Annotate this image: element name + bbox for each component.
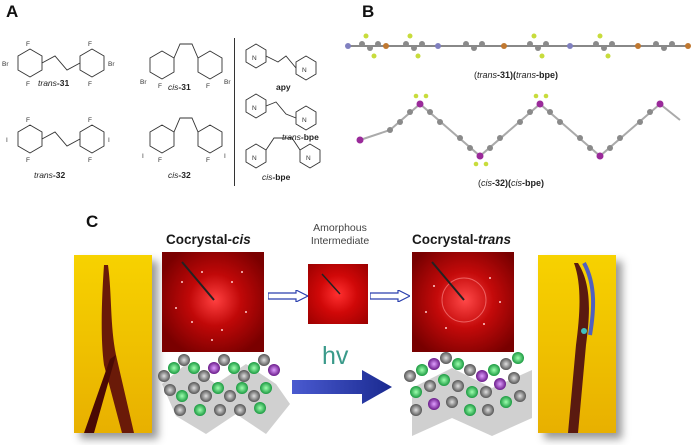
panel-a-letter: A bbox=[6, 2, 19, 21]
caption-cis-cocrystal: (cis-32)(cis-bpe) bbox=[478, 178, 545, 188]
svg-text:F: F bbox=[26, 157, 30, 164]
title-amorphous-intermediate: Amorphous Intermediate bbox=[310, 222, 370, 247]
label-apy: apy bbox=[276, 82, 291, 92]
diffraction-pattern-trans bbox=[412, 252, 514, 352]
svg-text:F: F bbox=[26, 117, 30, 124]
crystal-photo-trans bbox=[538, 255, 616, 433]
crystal-structure-cis bbox=[356, 93, 681, 167]
hv-label: hv bbox=[322, 342, 349, 370]
label-cis-32: cis-32 bbox=[168, 170, 191, 180]
svg-text:Br: Br bbox=[140, 79, 147, 86]
svg-text:F: F bbox=[88, 81, 92, 88]
diffraction-pattern-amorphous bbox=[308, 264, 368, 324]
diffraction-pattern-cis bbox=[162, 252, 264, 352]
svg-text:F: F bbox=[26, 41, 30, 48]
svg-text:N: N bbox=[302, 67, 307, 74]
svg-text:N: N bbox=[302, 117, 307, 124]
title-cocrystal-cis: Cocrystal-cis bbox=[166, 232, 251, 247]
label-trans-31: trans-31 bbox=[38, 78, 70, 88]
svg-text:I: I bbox=[6, 137, 8, 144]
svg-text:F: F bbox=[88, 157, 92, 164]
svg-text:N: N bbox=[306, 155, 311, 162]
space-filling-model-cis bbox=[158, 354, 290, 434]
panel-b-letter: B bbox=[362, 2, 375, 21]
svg-text:F: F bbox=[26, 81, 30, 88]
svg-text:F: F bbox=[158, 83, 162, 90]
label-trans-bpe: trans-bpe bbox=[282, 132, 319, 142]
label-cis-bpe: cis-bpe bbox=[262, 172, 291, 182]
svg-text:N: N bbox=[252, 55, 257, 62]
svg-text:Br: Br bbox=[224, 79, 231, 86]
title-cocrystal-trans: Cocrystal-trans bbox=[412, 232, 512, 247]
panel-c-letter: C bbox=[86, 212, 99, 231]
svg-text:Br: Br bbox=[2, 61, 9, 68]
svg-text:I: I bbox=[108, 137, 110, 144]
svg-text:Br: Br bbox=[108, 61, 115, 68]
crystal-structure-trans bbox=[345, 33, 691, 59]
svg-text:N: N bbox=[252, 105, 257, 112]
crystal-photo-cis bbox=[74, 255, 152, 433]
svg-text:F: F bbox=[206, 157, 210, 164]
arrow-to-trans bbox=[370, 290, 410, 302]
space-filling-model-trans bbox=[404, 352, 532, 436]
label-cis-31: cis-31 bbox=[168, 82, 191, 92]
svg-text:F: F bbox=[88, 117, 92, 124]
svg-text:F: F bbox=[206, 83, 210, 90]
arrow-to-amorphous bbox=[268, 290, 308, 302]
svg-text:I: I bbox=[224, 153, 226, 160]
svg-text:F: F bbox=[88, 41, 92, 48]
label-trans-32: trans-32 bbox=[34, 170, 66, 180]
panel-a-divider bbox=[234, 38, 235, 186]
svg-text:N: N bbox=[252, 155, 257, 162]
svg-text:F: F bbox=[158, 157, 162, 164]
caption-trans-cocrystal: (trans-31)(trans-bpe) bbox=[474, 70, 559, 80]
svg-text:I: I bbox=[142, 153, 144, 160]
photoreaction-arrow bbox=[292, 370, 392, 404]
